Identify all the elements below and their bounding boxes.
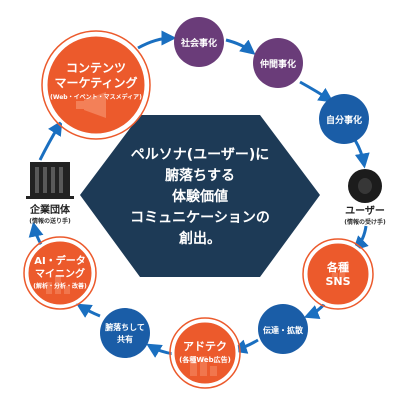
arrow-society-to-peer <box>225 38 256 55</box>
sns-title-2: SNS <box>325 275 350 288</box>
building-icon <box>26 162 74 199</box>
arrow-share-to-ai <box>76 303 101 318</box>
center-line-3: 体験価値 <box>172 188 228 205</box>
adtech-title: アドテク <box>183 340 227 353</box>
user-title: ユーザー <box>345 205 385 217</box>
share-line-1: 腑落ちして <box>105 322 145 332</box>
node-user: ユーザー (情報の受け手) <box>344 169 386 226</box>
center-line-4: コミュニケーションの <box>130 210 270 226</box>
data-chart-icon <box>46 276 70 294</box>
arrow-contents-to-society <box>137 30 177 50</box>
node-peer: 仲間事化 <box>253 38 303 88</box>
chat-bubble-icon: ❝ <box>329 263 347 298</box>
center-hexagon: ペルソナ(ユーザー)に 腑落ちする 体験価値 コミュニケーションの 創出。 <box>80 115 320 277</box>
adtech-sub: (各種Web広告) <box>179 355 231 364</box>
sns-title-1: 各種 <box>326 260 349 274</box>
user-avatar-icon <box>348 169 382 203</box>
ai-title-2: マイニング <box>35 267 85 280</box>
society-label: 社会事化 <box>180 37 217 49</box>
arrow-self-to-user <box>353 139 370 169</box>
spread-label: 伝達・拡散 <box>263 325 304 335</box>
center-line-2: 腑落ちする <box>165 167 235 184</box>
contents-title-2: マーケティング <box>54 75 137 90</box>
node-sns: ❝ 各種 SNS <box>302 238 374 310</box>
ai-sub: (解析・分析・改善) <box>33 282 87 290</box>
node-company: 企業団体 (情報の送り手) <box>26 162 74 225</box>
company-sub: (情報の送り手) <box>29 217 71 225</box>
node-self: 自分事化 <box>319 94 369 144</box>
center-line-5: 創出。 <box>178 230 221 247</box>
node-ai-datamining: AI・データ マイニング (解析・分析・改善) <box>23 236 97 310</box>
share-line-2: 共有 <box>117 334 133 344</box>
arrow-company-to-contents <box>38 120 63 161</box>
node-society: 社会事化 <box>174 17 224 67</box>
node-contents-marketing: コンテンツ マーケティング (Web・イベント・マスメディア) <box>41 30 151 140</box>
bar-chart-icon <box>190 356 217 376</box>
arrow-user-to-sns <box>352 225 369 252</box>
node-adtech: アドテク (各種Web広告) <box>169 317 241 389</box>
center-line-1: ペルソナ(ユーザー)に <box>131 147 270 163</box>
peer-label: 仲間事化 <box>260 58 296 70</box>
self-label: 自分事化 <box>326 114 362 126</box>
company-title: 企業団体 <box>29 203 71 216</box>
megaphone-icon <box>76 92 106 118</box>
contents-sub: (Web・イベント・マスメディア) <box>50 93 142 101</box>
arrow-peer-to-self <box>299 80 334 103</box>
node-share: 腑落ちして 共有 <box>100 308 150 358</box>
user-sub: (情報の受け手) <box>344 218 386 226</box>
node-spread: 伝達・拡散 <box>258 304 308 354</box>
ai-title-1: AI・データ <box>34 254 85 267</box>
contents-title-1: コンテンツ <box>66 61 126 75</box>
